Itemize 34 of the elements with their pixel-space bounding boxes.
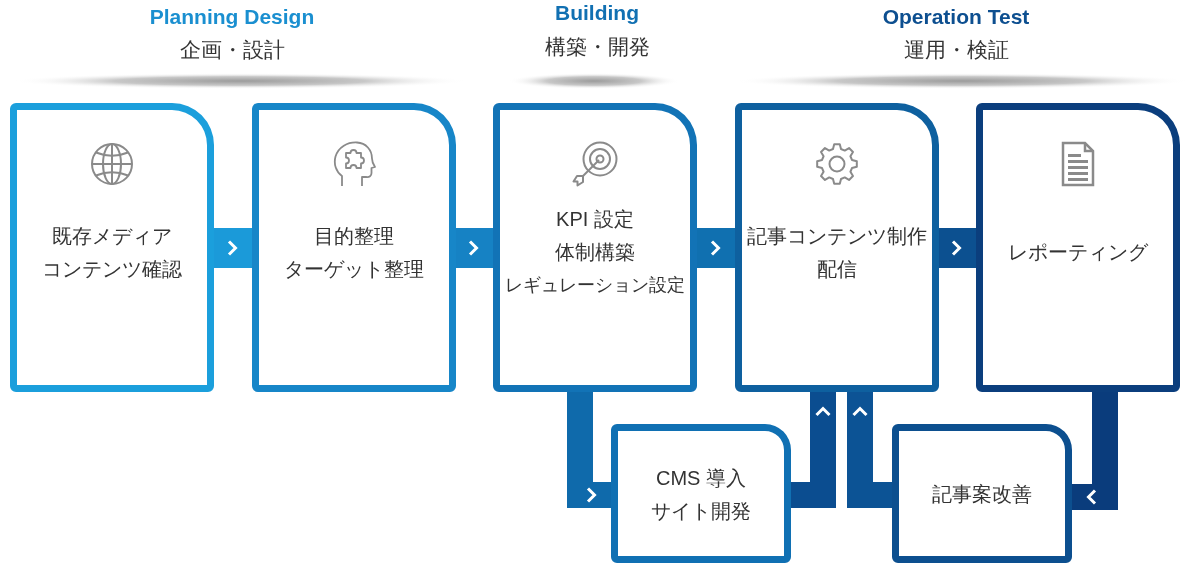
step-text: 記事コンテンツ制作	[747, 223, 927, 249]
step-text: コンテンツ確認	[42, 256, 182, 282]
connector	[1072, 392, 1118, 510]
step-card	[10, 103, 214, 392]
step-text: KPI 設定	[556, 207, 634, 232]
step-card	[976, 103, 1180, 392]
step-text: 目的整理	[314, 223, 394, 249]
step-text: CMS 導入	[656, 465, 746, 490]
step-text: サイト開発	[651, 498, 751, 523]
step-card	[611, 424, 791, 563]
connector	[456, 228, 493, 268]
phase-title: Operation Test	[882, 4, 1030, 30]
phase-title: Building	[555, 0, 639, 26]
phase-subtitle: 企画・設計	[179, 37, 285, 63]
connector	[214, 228, 252, 268]
step-card	[493, 103, 697, 392]
step-text: 記事案改善	[932, 481, 1032, 507]
step-card	[252, 103, 456, 392]
step-text: 配信	[817, 256, 857, 282]
step-text: 既存メディア	[52, 223, 172, 249]
step-text: レポーティング	[1008, 240, 1148, 265]
phase-subtitle: 運用・検証	[903, 37, 1009, 63]
step-text: ターゲット整理	[284, 256, 424, 282]
step-card	[735, 103, 939, 392]
connector	[847, 392, 892, 508]
phase-title: Planning Design	[149, 4, 315, 30]
connector	[567, 392, 611, 508]
connector	[791, 392, 836, 508]
step-text: 体制構築	[555, 240, 635, 265]
connector	[939, 228, 976, 268]
step-card	[892, 424, 1072, 563]
connector	[697, 228, 735, 268]
step-text: レギュレーション設定	[505, 274, 685, 297]
phase-subtitle: 構築・開発	[544, 34, 650, 60]
